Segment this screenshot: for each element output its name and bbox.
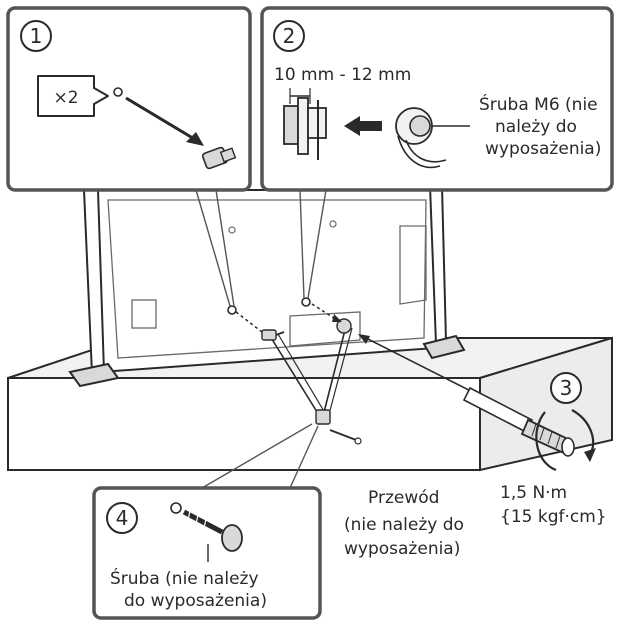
cord-label-line2: (nie należy do <box>344 515 464 535</box>
cord <box>269 325 353 421</box>
m6-screw-label-line2: należy do <box>495 117 577 137</box>
torque-label-line1: 1,5 N·m <box>500 483 567 503</box>
wood-screw-icon <box>170 502 243 552</box>
guide-arrows <box>235 303 342 333</box>
panel-step-1: 1 ×2 <box>6 6 252 192</box>
multiplier-label: ×2 <box>53 88 78 108</box>
callout-lines <box>195 189 327 489</box>
step-1-number: 1 <box>30 24 43 48</box>
rotation-arrow-icon <box>535 409 596 472</box>
screw-label-line1: Śruba (nie należy <box>110 567 259 589</box>
mount-bracket-icon <box>283 97 327 160</box>
cord-mount-screw-left <box>261 329 285 341</box>
step-4-number: 4 <box>116 506 129 530</box>
step-3-number: 3 <box>560 376 573 400</box>
step-3-circle <box>550 372 582 404</box>
m6-screw-with-cord-icon <box>395 107 470 169</box>
screwdriver <box>358 334 575 457</box>
cord-mount-screw-right <box>336 318 352 334</box>
screw-label-line2: do wyposażenia) <box>124 591 267 611</box>
cord-label-line3: wyposażenia) <box>344 539 460 559</box>
table-screw <box>315 409 362 445</box>
tv-back-panel <box>86 189 437 374</box>
screw-icon <box>201 146 237 170</box>
m6-screw-label-line3: wyposażenia) <box>485 139 601 159</box>
panel-step-4: 4 Śruba (nie należy do wyposażenia) <box>92 486 322 620</box>
torque-label-line2: {15 kgf·cm} <box>500 507 607 527</box>
panel-step-2: 2 10 mm - 12 mm Śruba M6 (nie należy do … <box>260 6 614 192</box>
cord-label-line1: Przewód <box>368 488 439 508</box>
m6-screw-label-line1: Śruba M6 (nie <box>479 93 598 115</box>
step-2-number: 2 <box>283 24 296 48</box>
arrow-left-icon <box>344 116 360 136</box>
dimension-label: 10 mm - 12 mm <box>274 65 411 85</box>
